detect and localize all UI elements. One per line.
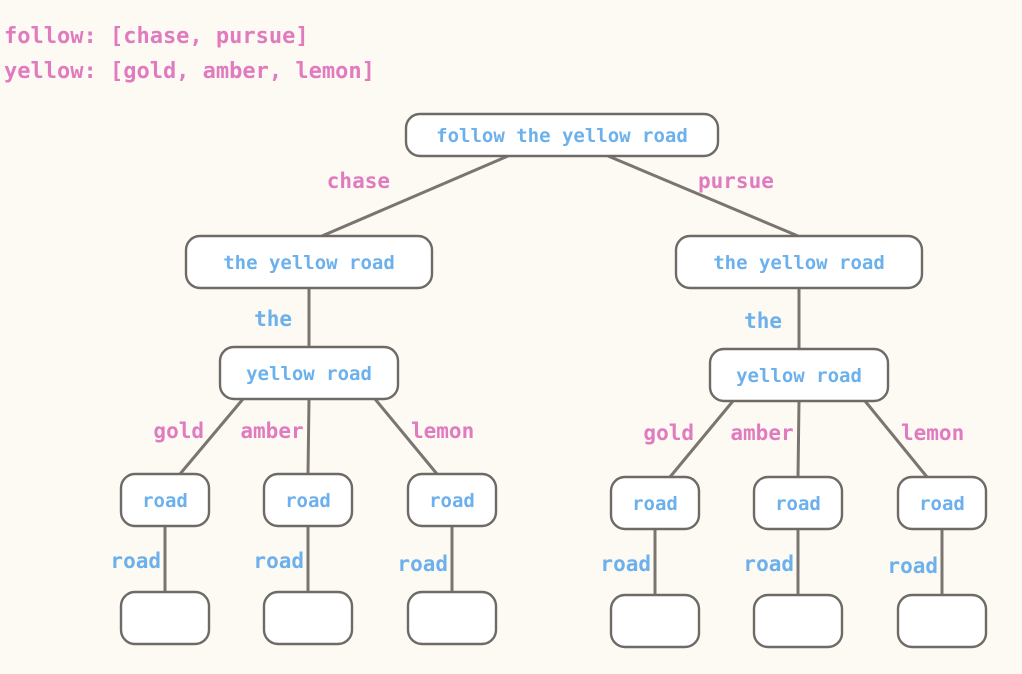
branch-node-1: the yellow road [674, 234, 924, 290]
edge-child-to-leaf-0-0 [178, 398, 245, 475]
root-node: follow the yellow road [404, 112, 720, 158]
leaf-node-1-0-text: road [632, 493, 678, 515]
edge-child-to-leaf-1-0 [668, 400, 735, 478]
edge-label-the-1: the [744, 309, 782, 333]
edge-label-road-0-1: road [253, 549, 304, 573]
leaf-node-0-2-text: road [429, 490, 475, 512]
edge-label-pursue: pursue [698, 169, 774, 193]
edge-label-chase: chase [327, 169, 390, 193]
leaf-node-0-0-text: road [142, 490, 188, 512]
edge-label-lemon-1: lemon [901, 421, 964, 445]
branch-node-0: the yellow road [184, 234, 434, 290]
child-node-1-text: yellow road [736, 365, 862, 387]
edge-child-to-leaf-0-2 [373, 398, 439, 475]
child-node-1-box [708, 347, 890, 403]
edge-child-to-leaf-0-1 [306, 398, 311, 475]
end-node-0-2-box [406, 590, 498, 646]
edge-label-gold-1: gold [643, 421, 694, 445]
leaf-node-1-2: road [896, 475, 988, 531]
leaf-node-0-1-text: road [285, 490, 331, 512]
end-node-1-2-box [896, 593, 988, 649]
synonym-list-follow: follow: [chase, pursue] [4, 24, 309, 49]
child-node-0-text: yellow road [246, 363, 372, 385]
leaf-node-1-0-box [609, 475, 701, 531]
branch-node-0-box [184, 234, 434, 290]
edge-label-amber-0: amber [240, 419, 303, 443]
leaf-node-1-2-text: road [919, 493, 965, 515]
edge-root-to-branch-0 [321, 154, 509, 238]
edge-label-gold-0: gold [153, 419, 204, 443]
edge-label-the-0: the [254, 307, 292, 331]
branch-node-1-box [674, 234, 924, 290]
child-node-1: yellow road [708, 347, 890, 403]
end-node-1-1 [752, 593, 844, 649]
child-node-0-box [218, 345, 400, 401]
edge-label-road-1-1: road [743, 552, 794, 576]
edge-child-to-leaf-1-2 [863, 400, 929, 478]
leaf-node-1-2-box [896, 475, 988, 531]
branch-node-0-text: the yellow road [223, 252, 395, 274]
leaf-node-0-1-box [262, 472, 354, 528]
end-node-0-1-box [262, 590, 354, 646]
root-node-text: follow the yellow road [436, 125, 688, 147]
synonym-list-yellow: yellow: [gold, amber, lemon] [4, 59, 375, 84]
edge-child-to-leaf-1-1 [796, 400, 801, 478]
leaf-node-0-2-box [406, 472, 498, 528]
end-node-0-1 [262, 590, 354, 646]
leaf-node-0-1: road [262, 472, 354, 528]
root-node-box [404, 112, 720, 158]
edge-label-road-0-2: road [397, 552, 448, 576]
end-node-0-2 [406, 590, 498, 646]
leaf-node-0-2: road [406, 472, 498, 528]
branch-node-1-text: the yellow road [713, 252, 885, 274]
edge-label-road-0-0: road [110, 549, 161, 573]
edge-label-lemon-0: lemon [411, 419, 474, 443]
child-node-0: yellow road [218, 345, 400, 401]
leaf-node-0-0: road [119, 472, 211, 528]
edge-label-amber-1: amber [730, 421, 793, 445]
end-node-1-0 [609, 593, 701, 649]
leaf-node-1-0: road [609, 475, 701, 531]
end-node-1-0-box [609, 593, 701, 649]
leaf-node-0-0-box [119, 472, 211, 528]
end-node-0-0 [119, 590, 211, 646]
end-node-1-2 [896, 593, 988, 649]
edge-label-road-1-2: road [887, 554, 938, 578]
end-node-0-0-box [119, 590, 211, 646]
leaf-node-1-1-box [752, 475, 844, 531]
leaf-node-1-1: road [752, 475, 844, 531]
end-node-1-1-box [752, 593, 844, 649]
leaf-node-1-1-text: road [775, 493, 821, 515]
edge-root-to-branch-1 [607, 154, 799, 238]
edge-label-road-1-0: road [600, 552, 651, 576]
